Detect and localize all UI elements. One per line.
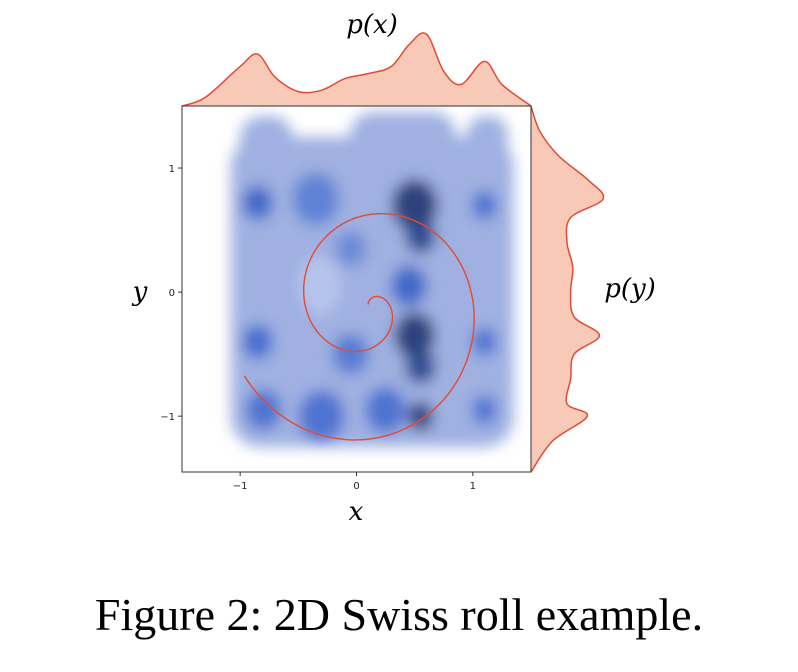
density-top-lobe [350,112,456,173]
density-blob [471,327,498,357]
swiss-roll-curve [243,212,475,441]
marginal-y-line [530,105,605,473]
density-blob [335,231,367,267]
density-blob [394,312,436,359]
density-blob [298,389,345,443]
marginal-y-fill [531,106,604,472]
y-tick-label: −1 [160,412,175,423]
marginal-x-line [181,32,532,107]
y-axis-label: y [132,277,148,307]
y-axis-ticks: 1 0 −1 [160,164,182,423]
density-blob [245,389,282,431]
density-blob [471,395,498,425]
x-axis-label: x [349,497,364,527]
density-blob [390,265,427,307]
density-top-lobe [467,115,508,176]
density-blob [292,172,339,226]
figure-caption: Figure 2: 2D Swiss roll example. [94,589,704,640]
density-blob [471,190,498,220]
marginal-x-label: p(x) [346,10,398,40]
density-blob [332,333,369,375]
density-blob [407,401,434,431]
x-axis-ticks: −1 0 1 [233,472,476,492]
density-light-core [297,255,342,316]
x-tick-label: 0 [353,481,359,492]
density-contours [230,112,514,448]
density-blob [365,386,407,434]
density-top-lobe [240,115,293,176]
marginal-x-distribution [181,32,532,107]
density-blob [242,185,273,221]
density-blob [391,179,438,232]
y-tick-label: 0 [169,288,175,299]
y-tick-label: 1 [169,164,175,175]
x-tick-label: −1 [233,481,248,492]
marginal-x-fill [182,32,531,106]
density-blob [405,349,436,384]
marginal-y-distribution [530,105,605,473]
marginal-y-label: p(y) [604,274,656,304]
density-blob [242,324,273,360]
x-tick-label: 1 [470,481,476,492]
